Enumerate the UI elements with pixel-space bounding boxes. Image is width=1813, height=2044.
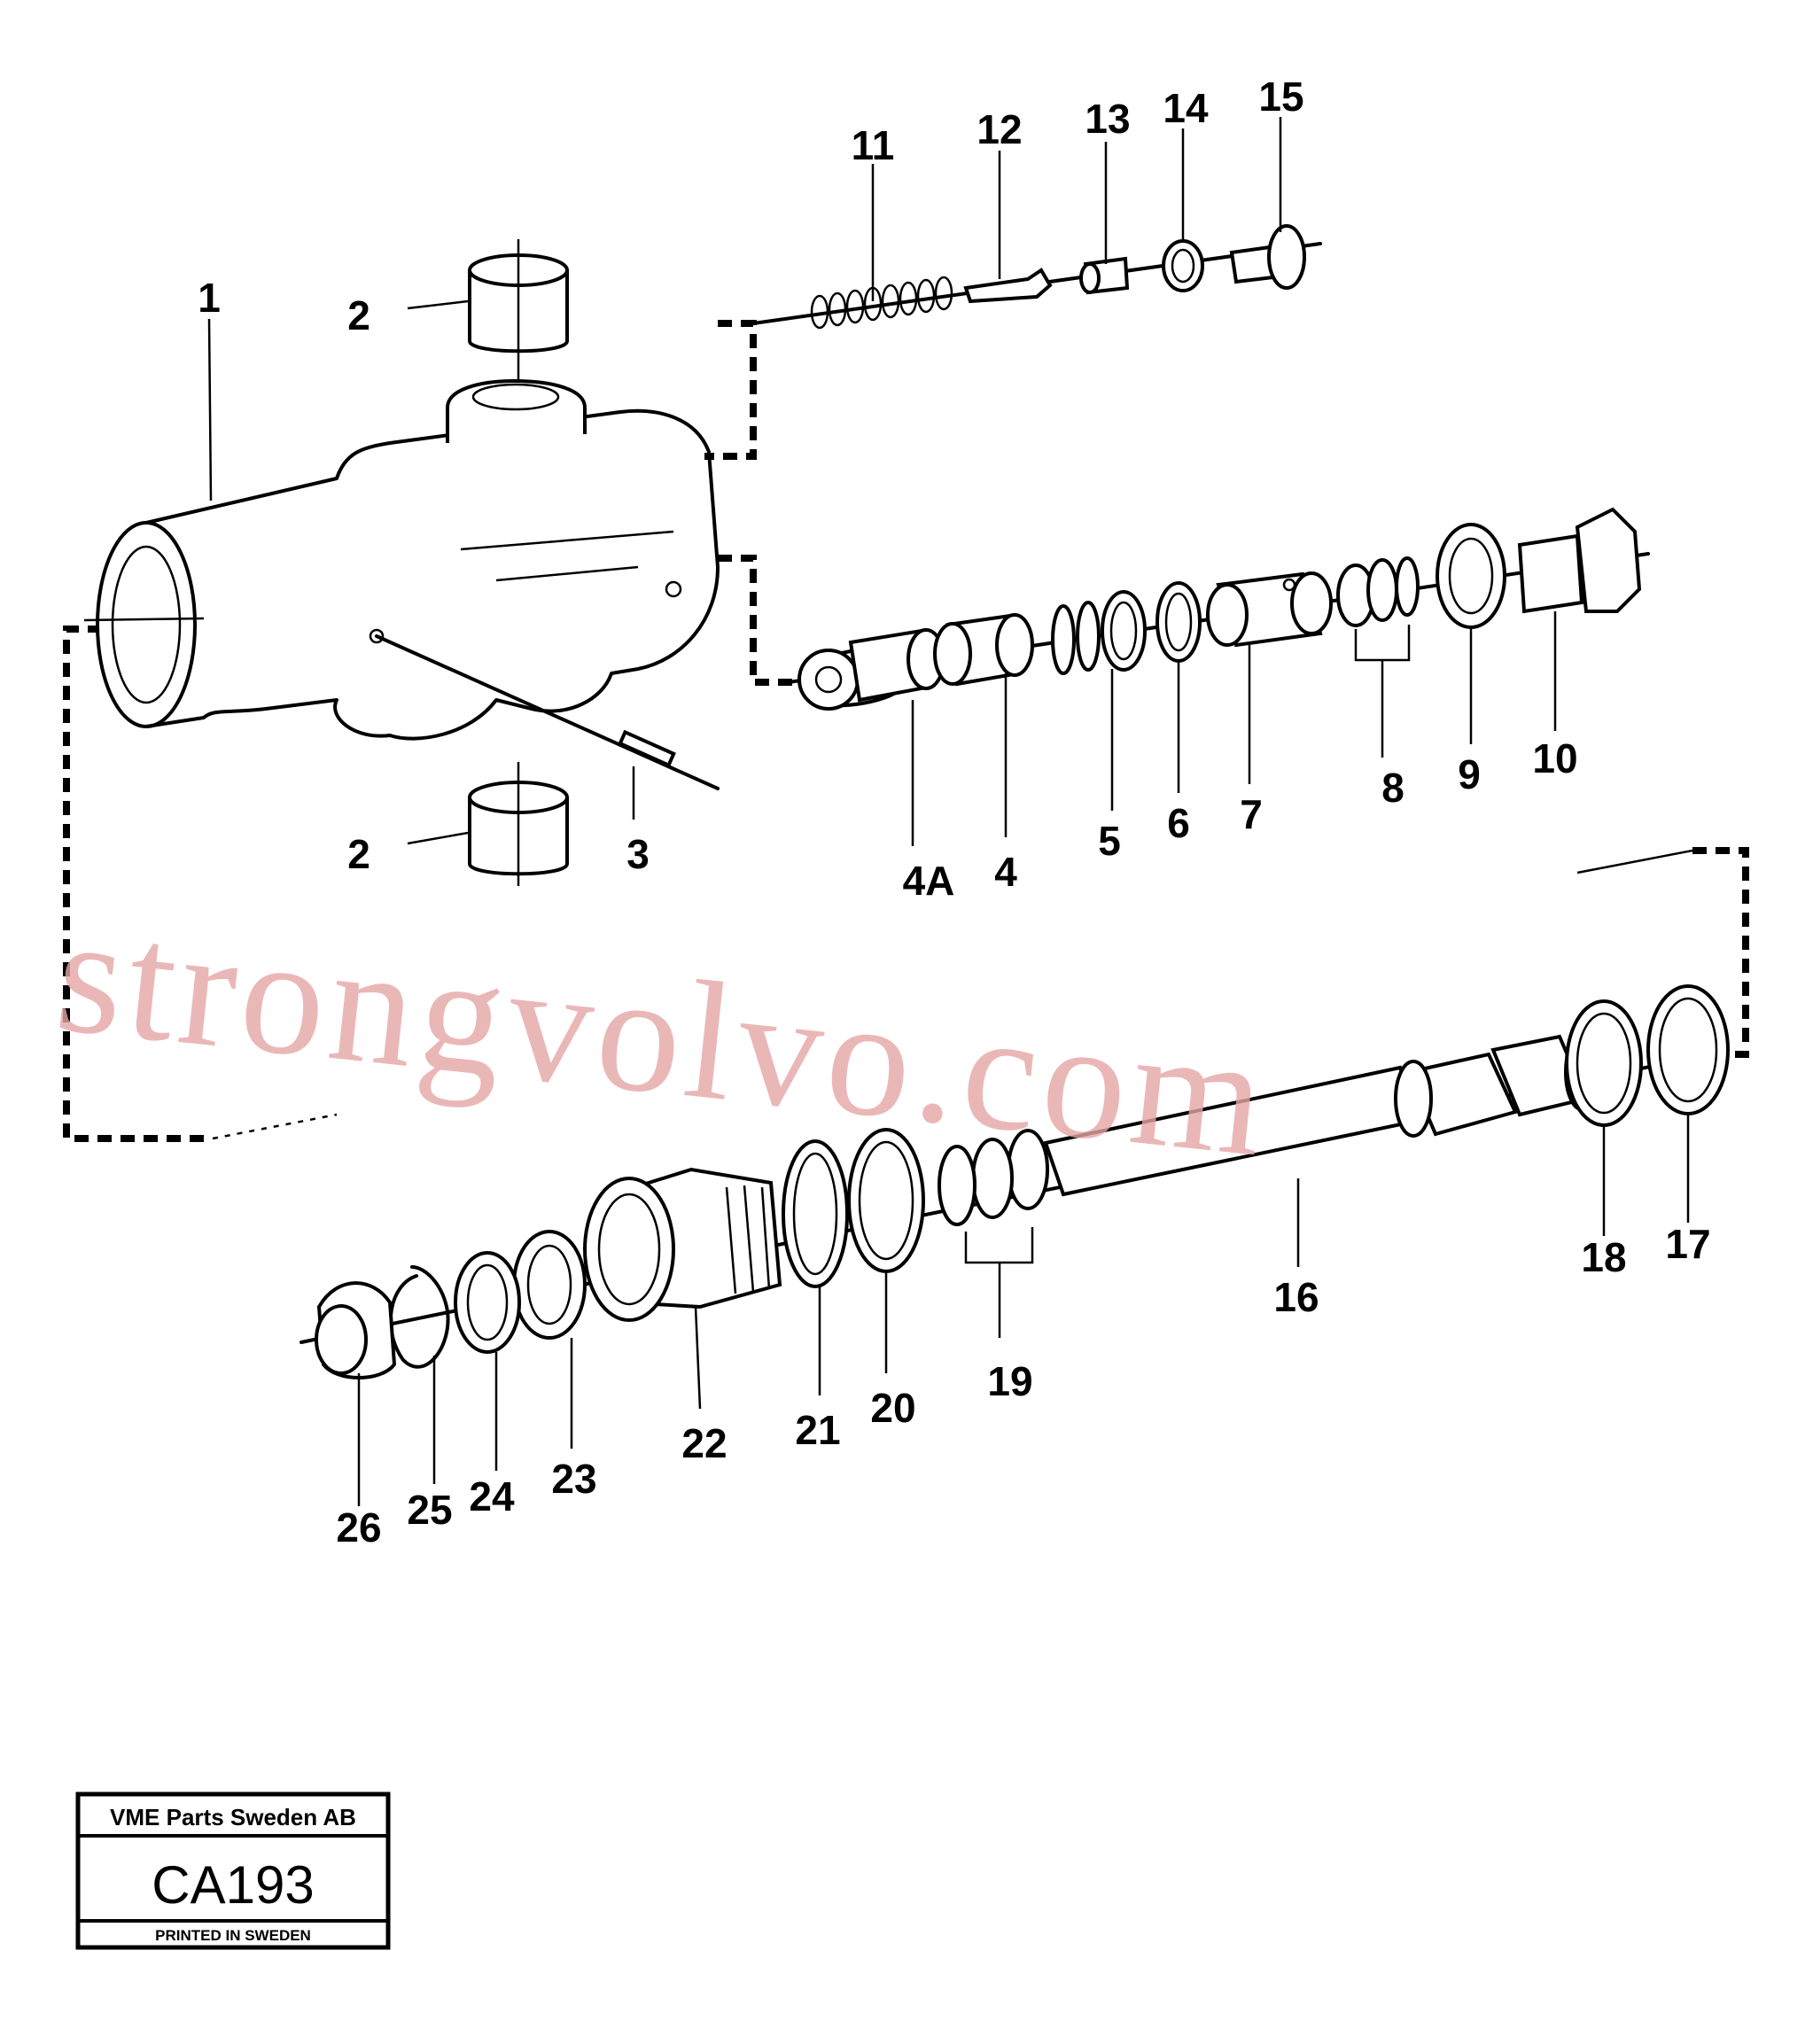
ring-part-24 bbox=[454, 1251, 521, 1354]
bracket-part-19 bbox=[964, 1227, 1034, 1264]
label-part-6: 6 bbox=[1167, 800, 1190, 846]
label-part-4A: 4A bbox=[903, 858, 955, 904]
label-part-2-lower: 2 bbox=[347, 831, 370, 877]
label-part-13: 13 bbox=[1085, 96, 1130, 142]
label-part-19: 19 bbox=[987, 1358, 1032, 1404]
watermark-text: strongvolvo.com bbox=[49, 881, 1278, 1193]
spring-part-11 bbox=[810, 276, 953, 330]
label-part-15: 15 bbox=[1258, 74, 1303, 120]
label-part-12: 12 bbox=[977, 106, 1022, 152]
connector-lines bbox=[63, 320, 1749, 1142]
leader-lines bbox=[207, 117, 1690, 1506]
label-part-26: 26 bbox=[336, 1504, 381, 1550]
label-part-10: 10 bbox=[1532, 735, 1577, 781]
label-part-4: 4 bbox=[994, 849, 1017, 895]
label-part-24: 24 bbox=[469, 1473, 515, 1519]
circlip-part-25 bbox=[388, 1265, 450, 1369]
label-part-14: 14 bbox=[1163, 85, 1209, 131]
washer-part-14 bbox=[1162, 239, 1204, 292]
label-part-20: 20 bbox=[870, 1385, 915, 1431]
label-part-16: 16 bbox=[1273, 1274, 1319, 1320]
label-part-23: 23 bbox=[551, 1456, 596, 1502]
title-block-code: CA193 bbox=[152, 1855, 314, 1915]
housing-part-1 bbox=[83, 378, 720, 741]
label-part-5: 5 bbox=[1098, 818, 1121, 864]
plug-part-10 bbox=[1517, 533, 1584, 614]
label-part-1: 1 bbox=[198, 275, 221, 321]
label-part-11: 11 bbox=[852, 122, 895, 168]
label-part-25: 25 bbox=[407, 1487, 452, 1533]
wiper-part-23 bbox=[512, 1230, 587, 1340]
bushing-part-2-lower bbox=[468, 762, 569, 886]
title-block-company: VME Parts Sweden AB bbox=[110, 1804, 356, 1830]
label-part-2-upper: 2 bbox=[347, 292, 370, 338]
label-part-22: 22 bbox=[681, 1420, 727, 1466]
label-part-7: 7 bbox=[1240, 791, 1263, 837]
spool-assembly bbox=[787, 507, 1650, 711]
part-labels: 1 2 2 3 4A 4 5 6 7 8 9 10 11 12 13 14 15… bbox=[198, 74, 1710, 1550]
label-part-9: 9 bbox=[1458, 751, 1481, 797]
label-part-17: 17 bbox=[1665, 1221, 1710, 1267]
pin-part-3 bbox=[375, 634, 720, 790]
washer-part-9 bbox=[1436, 523, 1506, 629]
ring-part-5 bbox=[1101, 590, 1147, 672]
bracket-part-8 bbox=[1354, 625, 1411, 662]
poppet-part-12 bbox=[963, 268, 1053, 304]
label-part-18: 18 bbox=[1581, 1234, 1626, 1280]
bushing-part-2-upper bbox=[468, 239, 569, 381]
title-block: VME Parts Sweden AB CA193 PRINTED IN SWE… bbox=[75, 1791, 391, 1950]
title-block-printed: PRINTED IN SWEDEN bbox=[155, 1927, 311, 1944]
piston-rod-assembly bbox=[300, 984, 1730, 1380]
label-part-3: 3 bbox=[626, 831, 650, 877]
label-part-21: 21 bbox=[795, 1407, 840, 1453]
label-part-8: 8 bbox=[1381, 765, 1404, 811]
relief-valve-assembly bbox=[751, 224, 1322, 330]
